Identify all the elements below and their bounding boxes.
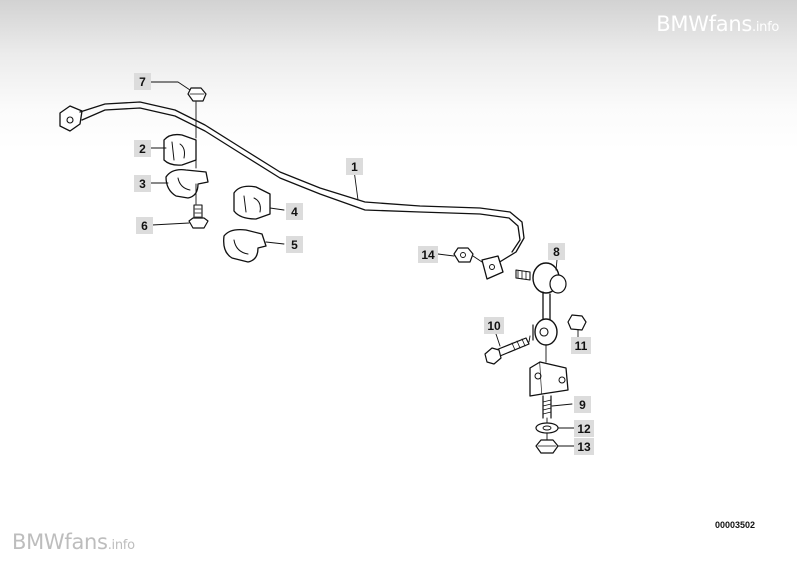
- callout-13: 13: [574, 438, 594, 455]
- callout-5: 5: [286, 236, 303, 253]
- callout-3: 3: [134, 175, 151, 192]
- nut-part-7: [187, 87, 207, 102]
- callout-4: 4: [286, 203, 303, 220]
- nut-part-11: [567, 314, 587, 331]
- bracket-part-5: [223, 228, 267, 263]
- watermark-bottom-suffix: .info: [107, 538, 135, 553]
- drawing-number: 00003502: [714, 520, 755, 530]
- watermark-top: BMWfans.info: [656, 12, 779, 36]
- callout-1: 1: [346, 158, 363, 175]
- watermark-bottom: BMWfans.info: [12, 530, 135, 554]
- rubber-mounting-part-4: [233, 185, 271, 220]
- stabilizer-bar: [59, 101, 525, 280]
- watermark-top-suffix: .info: [751, 20, 779, 35]
- leader-lines: [149, 81, 579, 447]
- rubber-mounting-part-2: [163, 133, 197, 166]
- callout-9: 9: [574, 396, 591, 413]
- nut-part-13: [535, 439, 559, 454]
- callout-7: 7: [134, 73, 151, 90]
- bolt-part-10: [484, 337, 530, 365]
- stabilizer-link-part-8: [515, 262, 567, 346]
- callout-10: 10: [484, 317, 504, 334]
- callout-14: 14: [418, 246, 438, 263]
- watermark-top-name: BMWfans: [656, 12, 752, 36]
- washer-part-12: [535, 422, 559, 434]
- bracket-part-9: [529, 361, 569, 419]
- nut-part-14: [453, 247, 474, 263]
- callout-12: 12: [574, 420, 594, 437]
- callout-6: 6: [136, 217, 153, 234]
- callout-11: 11: [571, 337, 591, 354]
- watermark-bottom-name: BMWfans: [12, 530, 108, 554]
- callout-2: 2: [134, 140, 151, 157]
- bolt-part-6: [188, 204, 209, 229]
- callout-8: 8: [548, 243, 565, 260]
- bracket-part-3: [165, 169, 209, 199]
